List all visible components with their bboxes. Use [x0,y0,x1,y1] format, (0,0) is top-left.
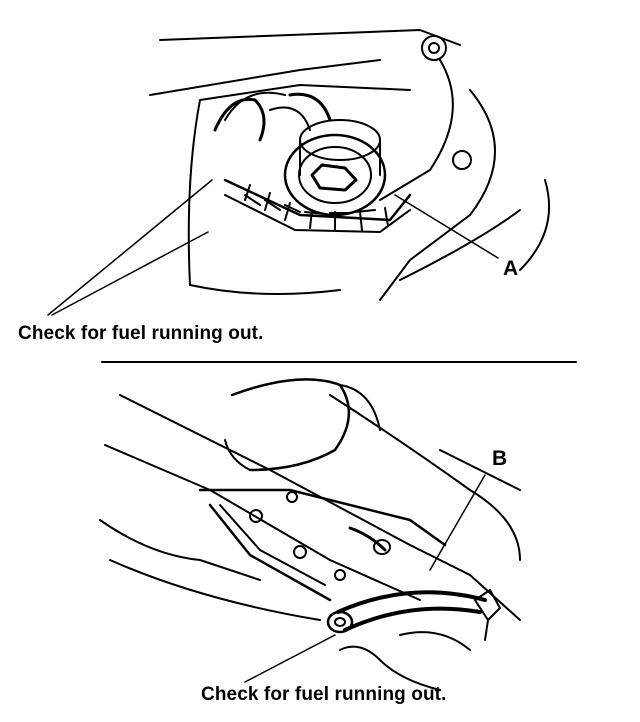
top-illustration [47,29,551,316]
callout-label-b: B [492,447,508,470]
bottom-illustration [99,378,521,691]
bottom-leader-line [244,634,336,683]
callout-b-leader [429,474,486,571]
top-caption: Check for fuel running out. [18,323,264,344]
callout-label-a: A [503,257,519,280]
top-leader-line-left [47,179,213,316]
top-leader-line-right [51,231,209,316]
callout-a-leader [394,194,499,259]
bottom-caption: Check for fuel running out. [201,684,447,705]
